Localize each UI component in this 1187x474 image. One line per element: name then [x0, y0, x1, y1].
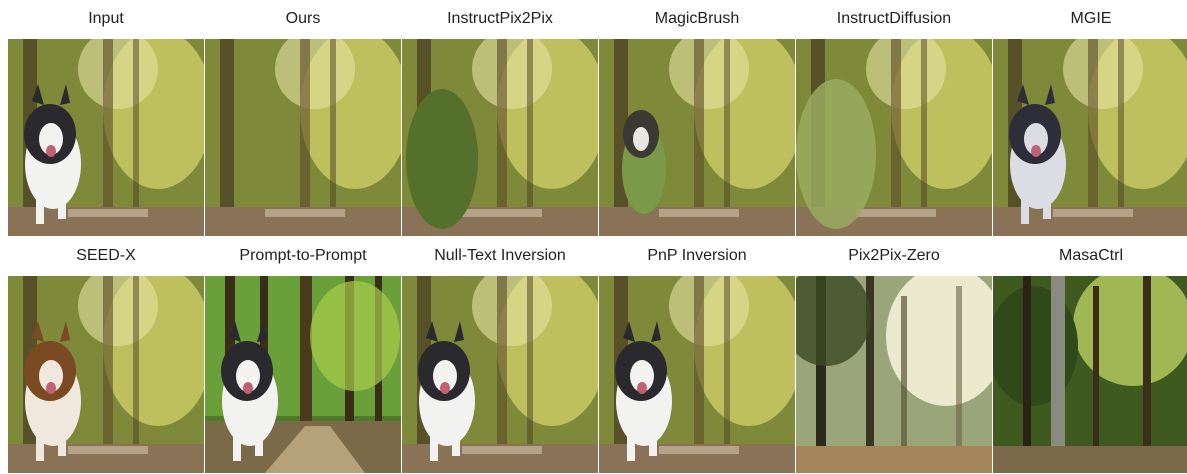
result-image	[599, 276, 795, 473]
method-label: InstructDiffusion	[836, 10, 952, 27]
result-cell: MGIE	[993, 0, 1187, 237]
method-label: MGIE	[1070, 10, 1112, 27]
method-label: MasaCtrl	[1058, 247, 1123, 264]
method-label: InstructPix2Pix	[447, 10, 553, 27]
result-cell: Pix2Pix-Zero	[796, 237, 992, 474]
method-label: MagicBrush	[654, 10, 740, 27]
result-image	[599, 39, 795, 236]
method-label: SEED-X	[76, 247, 136, 264]
result-image	[796, 39, 992, 236]
result-image	[402, 39, 598, 236]
method-label: Null-Text Inversion	[434, 247, 566, 264]
result-cell: MasaCtrl	[993, 237, 1187, 474]
result-cell: Ours	[205, 0, 401, 237]
result-image	[402, 276, 598, 473]
method-label: Input	[88, 10, 124, 27]
result-image	[205, 276, 401, 473]
method-label: PnP Inversion	[647, 247, 747, 264]
row-2: SEED-X Prompt-to-Prompt	[8, 237, 1187, 474]
result-cell: Input	[8, 0, 204, 237]
result-image	[8, 276, 204, 473]
result-image	[205, 39, 401, 236]
result-image	[8, 39, 204, 236]
result-cell: PnP Inversion	[599, 237, 795, 474]
method-label: Ours	[285, 10, 321, 27]
result-image	[993, 276, 1187, 473]
result-cell: Null-Text Inversion	[402, 237, 598, 474]
result-cell: InstructDiffusion	[796, 0, 992, 237]
result-cell: InstructPix2Pix	[402, 0, 598, 237]
result-image	[796, 276, 992, 473]
method-label: Prompt-to-Prompt	[239, 247, 367, 264]
result-image	[993, 39, 1187, 236]
row-1: Input Ours InstructP	[8, 0, 1187, 237]
method-label: Pix2Pix-Zero	[848, 247, 940, 264]
result-cell: Prompt-to-Prompt	[205, 237, 401, 474]
result-cell: MagicBrush	[599, 0, 795, 237]
result-cell: SEED-X	[8, 237, 204, 474]
